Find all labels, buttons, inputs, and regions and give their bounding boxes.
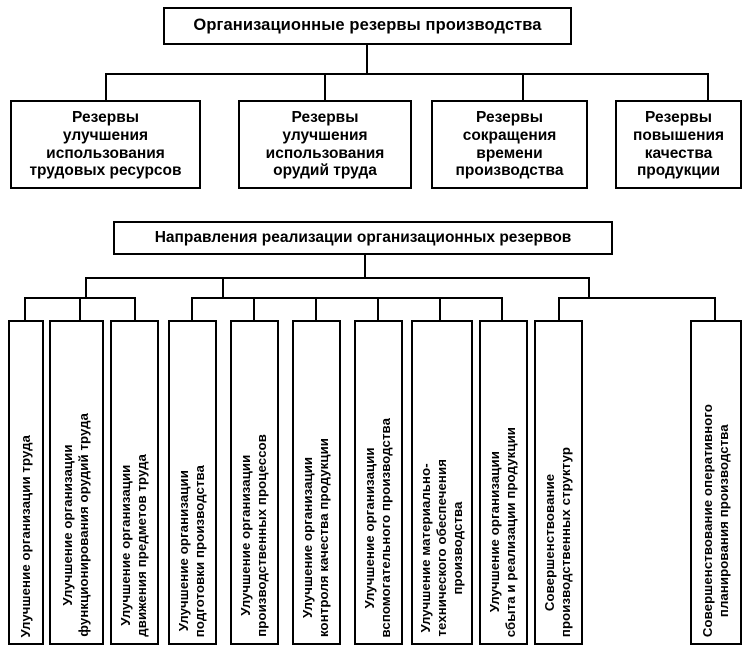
connector-drop-direction-5 [253,297,255,321]
direction-box-material-technical-supply: Улучшение материально- технического обес… [411,320,473,645]
direction-label-1: Улучшение организации труда [17,434,33,637]
direction-box-auxiliary-production: Улучшение организации вспомогательного п… [354,320,403,645]
direction-box-labor-organization: Улучшение организации труда [8,320,44,645]
direction-label-8: Улучшение материально- технического обес… [417,459,466,637]
direction-box-production-preparation: Улучшение организации подготовки произво… [168,320,217,645]
direction-box-tools-functioning: Улучшение организации функционирования о… [49,320,104,645]
direction-box-production-processes: Улучшение организации производственных п… [230,320,279,645]
directions-header-box: Направления реализации организационных р… [113,221,613,255]
connector-drop-direction-1 [24,297,26,321]
direction-label-6: Улучшение организации контроля качества … [300,438,332,637]
connector-drop-group-right [588,277,590,299]
direction-box-objects-movement: Улучшение организации движения предметов… [110,320,159,645]
connector-drop-direction-7 [377,297,379,321]
connector-level1-bus [105,73,709,75]
direction-box-sales-realization: Улучшение организации сбыта и реализации… [479,320,528,645]
connector-drop-direction-10 [558,297,560,321]
direction-label-10: Совершенствование производственных струк… [542,446,574,637]
connector-directions-bus [85,277,590,279]
reserve-box-tools-of-labor: Резервы улучшения использования орудий т… [238,100,412,189]
direction-label-2: Улучшение организации функционирования о… [60,413,92,637]
connector-subbus-right [558,297,714,299]
direction-label-5: Улучшение организации производственных п… [238,434,270,637]
direction-label-4: Улучшение организации подготовки произво… [176,464,208,637]
direction-box-quality-control: Улучшение организации контроля качества … [292,320,341,645]
connector-drop-direction-2 [79,297,81,321]
direction-label-9: Улучшение организации сбыта и реализации… [487,426,519,637]
direction-label-11: Совершенствование оперативного планирова… [699,403,731,637]
connector-drop-direction-6 [315,297,317,321]
connector-subbus-middle [191,297,501,299]
root-title-box: Организационные резервы производства [163,7,572,45]
connector-drop-direction-4 [191,297,193,321]
direction-box-production-structures: Совершенствование производственных струк… [534,320,583,645]
direction-label-3: Улучшение организации движения предметов… [118,454,150,637]
connector-drop-group-middle [222,277,224,299]
connector-drop-direction-3 [134,297,136,321]
direction-box-operational-planning: Совершенствование оперативного планирова… [690,320,742,645]
reserve-box-labor-resources: Резервы улучшения использования трудовых… [10,100,201,189]
connector-drop-reserve-3 [522,73,524,101]
connector-drop-reserve-2 [324,73,326,101]
connector-drop-reserve-1 [105,73,107,101]
connector-drop-direction-8 [439,297,441,321]
connector-drop-direction-11 [714,297,716,321]
reserve-box-product-quality: Резервы повышения качества продукции [615,100,742,189]
connector-root-stem [366,45,368,74]
reserve-box-production-time: Резервы сокращения времени производства [431,100,588,189]
connector-drop-group-left [85,277,87,299]
direction-label-7: Улучшение организации вспомогательного п… [362,417,394,637]
connector-drop-direction-9 [501,297,503,321]
connector-drop-reserve-4 [707,73,709,101]
connector-directions-stem [364,255,366,279]
